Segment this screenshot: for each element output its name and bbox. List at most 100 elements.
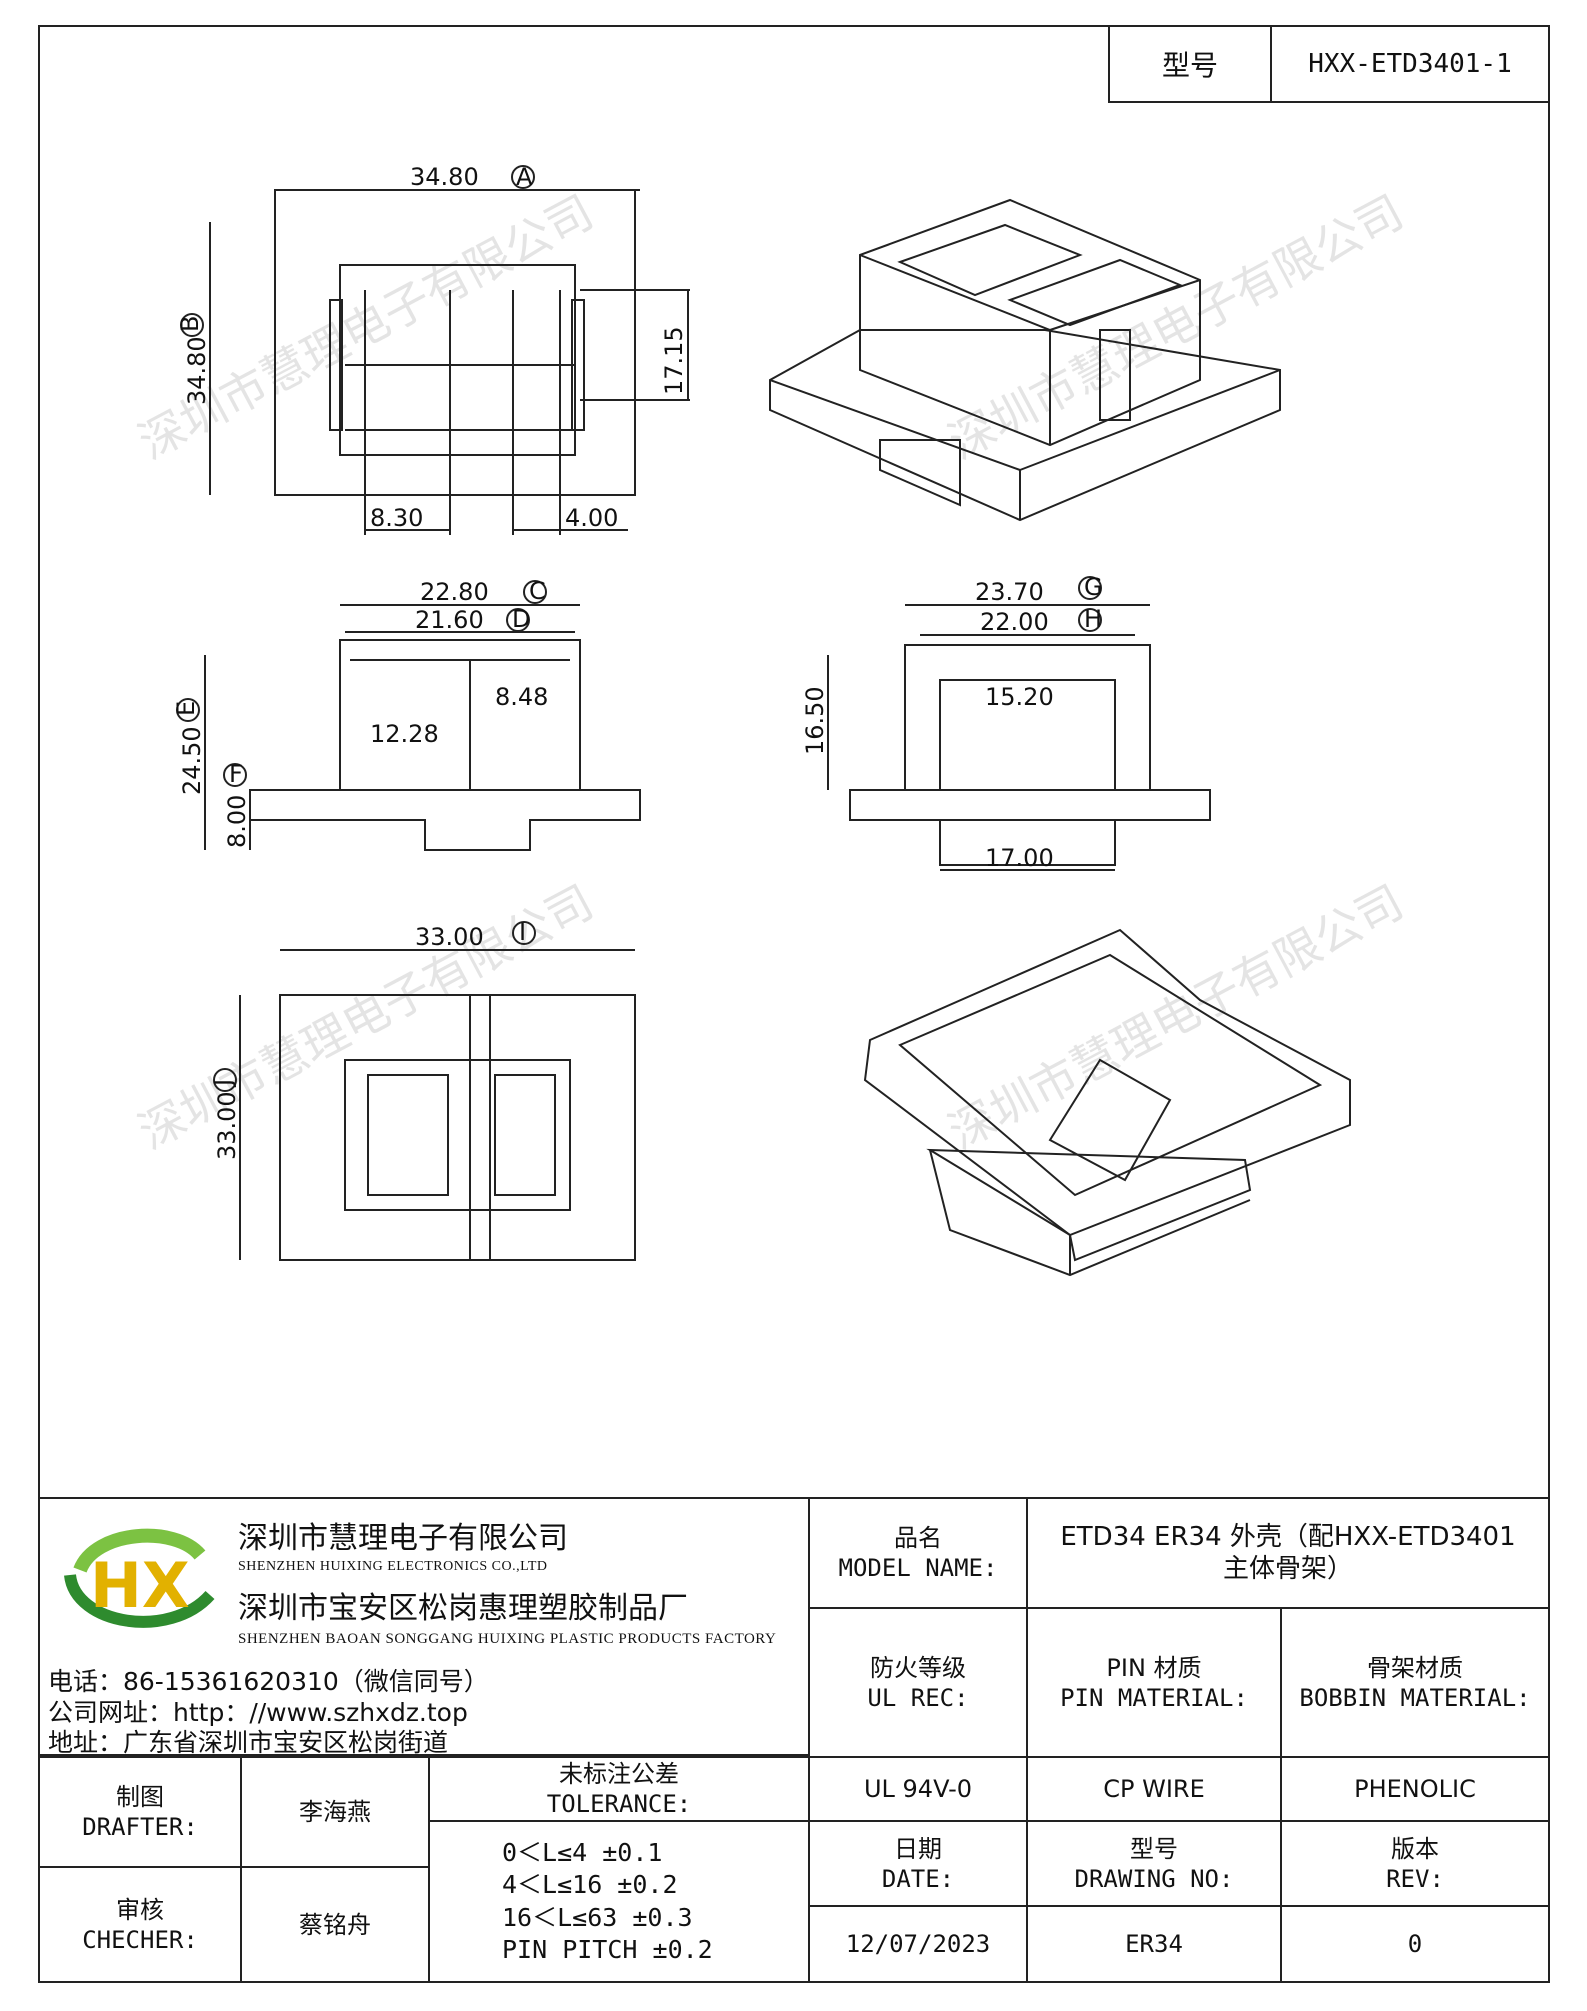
dim-h3-label: 16.50 bbox=[801, 686, 829, 755]
dim-j-label: 17.00 bbox=[985, 844, 1054, 872]
dim-e-marker-text: E bbox=[172, 701, 200, 716]
engineering-drawing: 深圳市慧理电子有限公司 深圳市慧理电子有限公司 深圳市慧理电子有限公司 深圳市慧… bbox=[130, 163, 1412, 1277]
checker-cn: 审核 bbox=[116, 1895, 164, 1924]
title-block: HX 深圳市慧理电子有限公司 SHENZHEN HUIXING ELECTRON… bbox=[38, 1497, 1550, 1983]
factory-name-en: SHENZHEN BAOAN SONGGANG HUIXING PLASTIC … bbox=[238, 1631, 777, 1647]
iso-slot bbox=[1099, 329, 1131, 421]
bottom-view-window-1 bbox=[367, 1074, 449, 1196]
iso-window-1 bbox=[897, 223, 1083, 297]
dim-h-marker bbox=[1078, 608, 1102, 632]
dim-f-marker bbox=[223, 763, 247, 787]
tolerance-line-3: 16＜L≤63 ±0.3 bbox=[502, 1902, 693, 1932]
top-view-inner bbox=[339, 264, 576, 456]
checker-en: CHECHER: bbox=[82, 1925, 198, 1954]
dim-w2-label: 4.00 bbox=[565, 504, 618, 532]
tolerance-cn: 未标注公差 bbox=[559, 1760, 679, 1788]
top-view-left-slot bbox=[329, 299, 343, 431]
drawing-no-cn: 型号 bbox=[1130, 1834, 1178, 1863]
tolerance-line-2: 4＜L≤16 ±0.2 bbox=[502, 1870, 678, 1899]
rev-en: REV: bbox=[1386, 1864, 1444, 1893]
ul-rec-value: UL 94V-0 bbox=[808, 1756, 1028, 1822]
dim-h1-label: 17.15 bbox=[660, 326, 688, 395]
factory-name-cn: 深圳市宝安区松岗惠理塑胶制品厂 bbox=[238, 1591, 688, 1626]
watermark-group: 深圳市慧理电子有限公司 深圳市慧理电子有限公司 深圳市慧理电子有限公司 深圳市慧… bbox=[130, 184, 1412, 1159]
iso-view-bottom bbox=[863, 928, 1351, 1277]
bobbin-material-cn: 骨架材质 bbox=[1367, 1653, 1463, 1682]
dim-i1-label: 12.28 bbox=[370, 720, 439, 748]
dim-e-marker bbox=[176, 698, 200, 722]
logo-text: HX bbox=[90, 1549, 190, 1622]
company-address: 地址：广东省深圳市宝安区松岗街道 bbox=[48, 1728, 449, 1757]
dim-l-label: 33.00 bbox=[213, 1091, 241, 1160]
iso-base-plate bbox=[769, 329, 1281, 522]
drafter-cn: 制图 bbox=[116, 1783, 164, 1811]
drawing-no-header: 型号 DRAWING NO: bbox=[1026, 1820, 1282, 1907]
iso-bottom-channel bbox=[1048, 1058, 1172, 1182]
dim-b-marker bbox=[180, 313, 204, 337]
bobbin-material-value: PHENOLIC bbox=[1280, 1756, 1550, 1822]
date-en: DATE: bbox=[881, 1864, 955, 1893]
side-view-base bbox=[849, 789, 1211, 821]
company-phone: 电话：86-15361620310（微信同号） bbox=[48, 1667, 489, 1696]
dim-g-marker-text: G bbox=[1084, 573, 1103, 601]
date-cn: 日期 bbox=[894, 1834, 942, 1863]
dim-g-label: 23.70 bbox=[975, 578, 1044, 606]
dim-a-label: 34.80 bbox=[410, 163, 479, 191]
watermark-3: 深圳市慧理电子有限公司 bbox=[130, 874, 602, 1159]
side-view: 23.70 G 22.00 H 16.50 15.20 17.00 bbox=[801, 573, 1211, 872]
iso-base-edge-1 bbox=[769, 379, 1021, 471]
iso-housing-body bbox=[859, 198, 1201, 447]
front-view-base bbox=[249, 789, 641, 851]
model-value: HXX-ETD3401-1 bbox=[1308, 49, 1512, 79]
date-value: 12/07/2023 bbox=[808, 1905, 1028, 1983]
watermark-4: 深圳市慧理电子有限公司 bbox=[940, 874, 1412, 1159]
model-name-header: 品名 MODEL NAME: bbox=[808, 1497, 1028, 1609]
rev-cn: 版本 bbox=[1391, 1834, 1439, 1863]
company-name-en: SHENZHEN HUIXING ELECTRONICS CO.,LTD bbox=[238, 1559, 548, 1574]
model-label: 型号 bbox=[1110, 27, 1272, 101]
dim-j-marker bbox=[213, 1068, 237, 1092]
drafter-name: 李海燕 bbox=[240, 1756, 430, 1868]
iso-bottom-skirt bbox=[926, 1148, 1252, 1262]
company-logo-icon: HX bbox=[64, 1528, 215, 1628]
model-name-value-line2: 主体骨架） bbox=[1222, 1554, 1353, 1584]
tolerance-en: TOLERANCE: bbox=[546, 1790, 692, 1818]
dim-j-marker-text: J bbox=[209, 1079, 237, 1088]
company-info: HX 深圳市慧理电子有限公司 SHENZHEN HUIXING ELECTRON… bbox=[38, 1497, 810, 1757]
drafter-header: 制图 DRAFTER: bbox=[38, 1756, 242, 1868]
model-name-value: ETD34 ER34 外壳（配HXX-ETD3401 主体骨架） bbox=[1026, 1497, 1550, 1609]
dim-a-marker-text: A bbox=[516, 163, 533, 191]
dim-d-marker bbox=[506, 608, 530, 632]
company-website: 公司网址：http：//www.szhxdz.top bbox=[48, 1698, 468, 1727]
drawing-no-value: ER34 bbox=[1026, 1905, 1282, 1983]
model-number-box: 型号 HXX-ETD3401-1 bbox=[1108, 25, 1550, 103]
bottom-view: 33.00 I 33.00 J bbox=[209, 918, 636, 1261]
dim-g-marker bbox=[1078, 576, 1102, 600]
ul-rec-header: 防火等级 UL REC: bbox=[808, 1607, 1028, 1758]
tolerance-line-4: PIN PITCH ±0.2 bbox=[502, 1935, 713, 1964]
front-view: 22.80 C 21.60 D 24.50 E 8.00 F 12.28 8.4… bbox=[172, 577, 641, 851]
iso-bottom-base bbox=[929, 1149, 1251, 1277]
iso-foot bbox=[879, 439, 961, 507]
tolerance-line-1: 0＜L≤4 ±0.1 bbox=[502, 1837, 663, 1867]
ul-rec-en: UL REC: bbox=[867, 1683, 969, 1712]
tolerance-values: 0＜L≤4 ±0.1 4＜L≤16 ±0.2 16＜L≤63 ±0.3 PIN … bbox=[428, 1820, 810, 1983]
company-name-cn: 深圳市慧理电子有限公司 bbox=[238, 1521, 568, 1556]
front-view-body bbox=[339, 639, 581, 791]
dim-d-marker-text: D bbox=[512, 605, 530, 633]
dim-a-marker bbox=[511, 165, 535, 189]
bottom-view-divider bbox=[469, 994, 491, 1261]
pin-material-en: PIN MATERIAL: bbox=[1060, 1683, 1248, 1712]
pin-material-value: CP WIRE bbox=[1026, 1756, 1282, 1822]
bobbin-material-en: BOBBIN MATERIAL: bbox=[1299, 1683, 1531, 1712]
bobbin-material-header: 骨架材质 BOBBIN MATERIAL: bbox=[1280, 1607, 1550, 1758]
dim-b-marker-text: B bbox=[176, 316, 204, 332]
dim-c-marker-text: C bbox=[529, 577, 546, 605]
iso-window-2 bbox=[1007, 258, 1183, 327]
dim-d-label: 21.60 bbox=[415, 606, 484, 634]
dim-e-label: 24.50 bbox=[178, 726, 206, 795]
bottom-view-window-2 bbox=[494, 1074, 556, 1196]
iso-view-top bbox=[769, 198, 1281, 522]
model-name-cn: 品名 bbox=[894, 1524, 942, 1552]
top-view: 34.80 A 34.80 B 17.15 8.30 4.00 bbox=[176, 163, 690, 535]
